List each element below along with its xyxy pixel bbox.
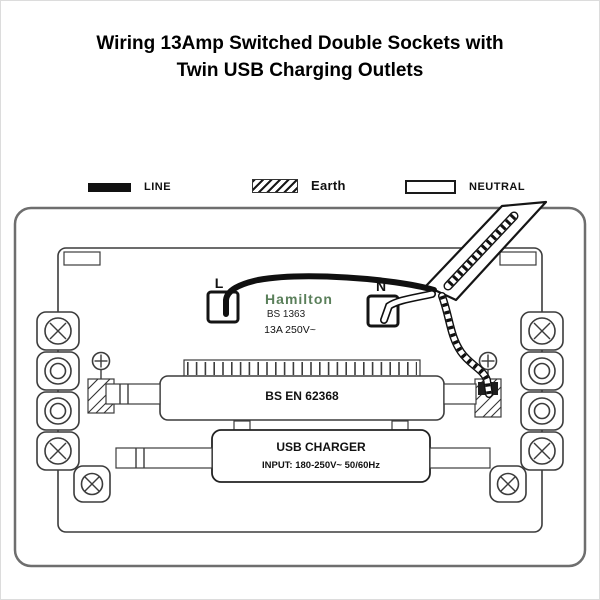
earth-legend-label: Earth: [311, 178, 346, 193]
wiring-diagram: BS EN 62368 USB CHARGER INPUT: 180-250V~…: [13, 200, 587, 568]
title-line-1: Wiring 13Amp Switched Double Sockets wit…: [96, 33, 504, 54]
module-standard-label: BS EN 62368: [265, 389, 339, 403]
terminal-strip: [183, 359, 421, 378]
legend-item-earth: Earth: [252, 178, 346, 193]
usb-charger-label: USB CHARGER: [276, 440, 366, 454]
usb-charger-module: USB CHARGER INPUT: 180-250V~ 50/60Hz: [115, 420, 491, 483]
supply-cable: [424, 200, 548, 302]
earth-wire: [438, 292, 493, 398]
mounting-screws-left: [36, 311, 80, 471]
line-terminal-label: L: [215, 275, 224, 291]
bottom-screw-left: [73, 465, 111, 503]
usb-input-label: INPUT: 180-250V~ 50/60Hz: [262, 460, 380, 471]
earth-screw-left: [91, 351, 111, 379]
earth-screw-right: [478, 351, 498, 379]
neutral-terminal-label: N: [376, 278, 386, 294]
neutral-legend-label: NEUTRAL: [469, 181, 526, 193]
legend-item-neutral: NEUTRAL: [405, 180, 525, 194]
earth-swatch-icon: [252, 178, 298, 193]
neutral-wire: [380, 290, 436, 324]
line-wire: [223, 273, 437, 317]
line-legend-label: LINE: [144, 181, 172, 193]
line-swatch-icon: [88, 182, 131, 192]
legend-item-line: LINE: [88, 181, 171, 193]
brand-label: Hamilton: [265, 291, 333, 307]
page-title: Wiring 13Amp Switched Double Sockets wit…: [0, 30, 600, 84]
rating-label: 13A 250V~: [264, 324, 316, 336]
socket-markings: Hamilton BS 1363 13A 250V~: [264, 291, 333, 336]
bs1363-label: BS 1363: [267, 309, 306, 320]
mounting-screws-right: [520, 311, 564, 471]
bottom-screw-right: [489, 465, 527, 503]
title-line-2: Twin USB Charging Outlets: [176, 60, 424, 81]
interface-module: BS EN 62368: [105, 375, 477, 421]
neutral-swatch-icon: [405, 180, 456, 194]
